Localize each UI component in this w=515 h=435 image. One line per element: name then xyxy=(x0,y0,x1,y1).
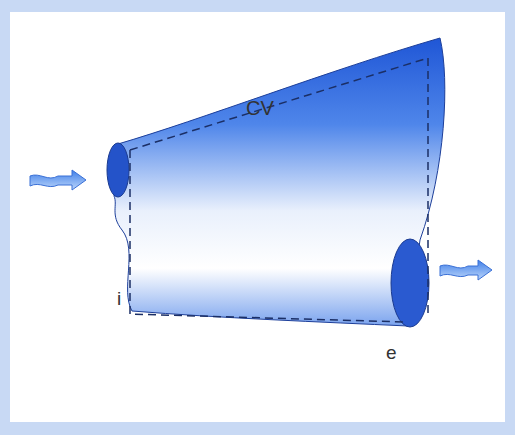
station-label: e xyxy=(386,342,397,364)
control-volume: CV xyxy=(242,95,278,122)
region-label: CV xyxy=(246,97,274,120)
station-label: i xyxy=(117,288,121,310)
